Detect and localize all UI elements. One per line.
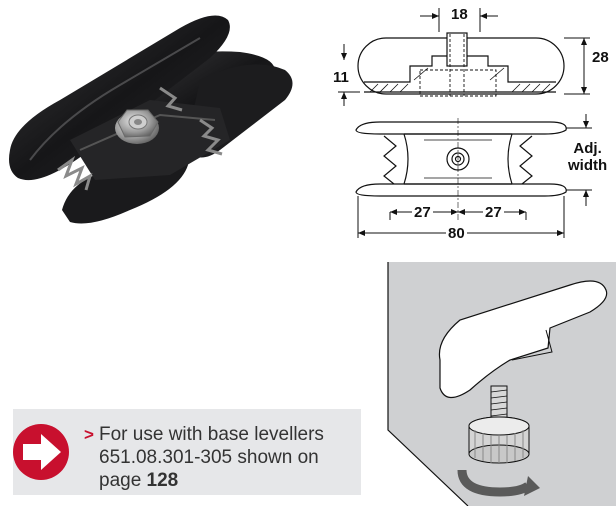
dimension-adj-label: Adj. width: [568, 140, 607, 174]
page-number-link[interactable]: 128: [146, 470, 179, 491]
dimension-height: 28: [592, 49, 609, 66]
dimension-adj-line1: Adj.: [573, 140, 602, 157]
note-line-1: For use with base levellers: [99, 424, 324, 445]
dimension-base-height: 11: [333, 69, 349, 86]
dimension-half-left: 27: [412, 204, 433, 221]
arrow-right-icon: [13, 424, 69, 480]
dimension-total-length: 80: [446, 225, 467, 242]
dimension-top-width: 18: [451, 6, 468, 23]
note-line-2: 651.08.301-305 shown on: [99, 447, 319, 468]
dimension-half-right: 27: [483, 204, 504, 221]
note-line-3: page 128: [99, 469, 324, 492]
note-page-prefix: page: [99, 470, 147, 491]
note-box: > For use with base levellers 651.08.301…: [13, 409, 361, 495]
bullet-arrow: >: [84, 425, 94, 444]
dimension-adj-line2: width: [568, 157, 608, 174]
